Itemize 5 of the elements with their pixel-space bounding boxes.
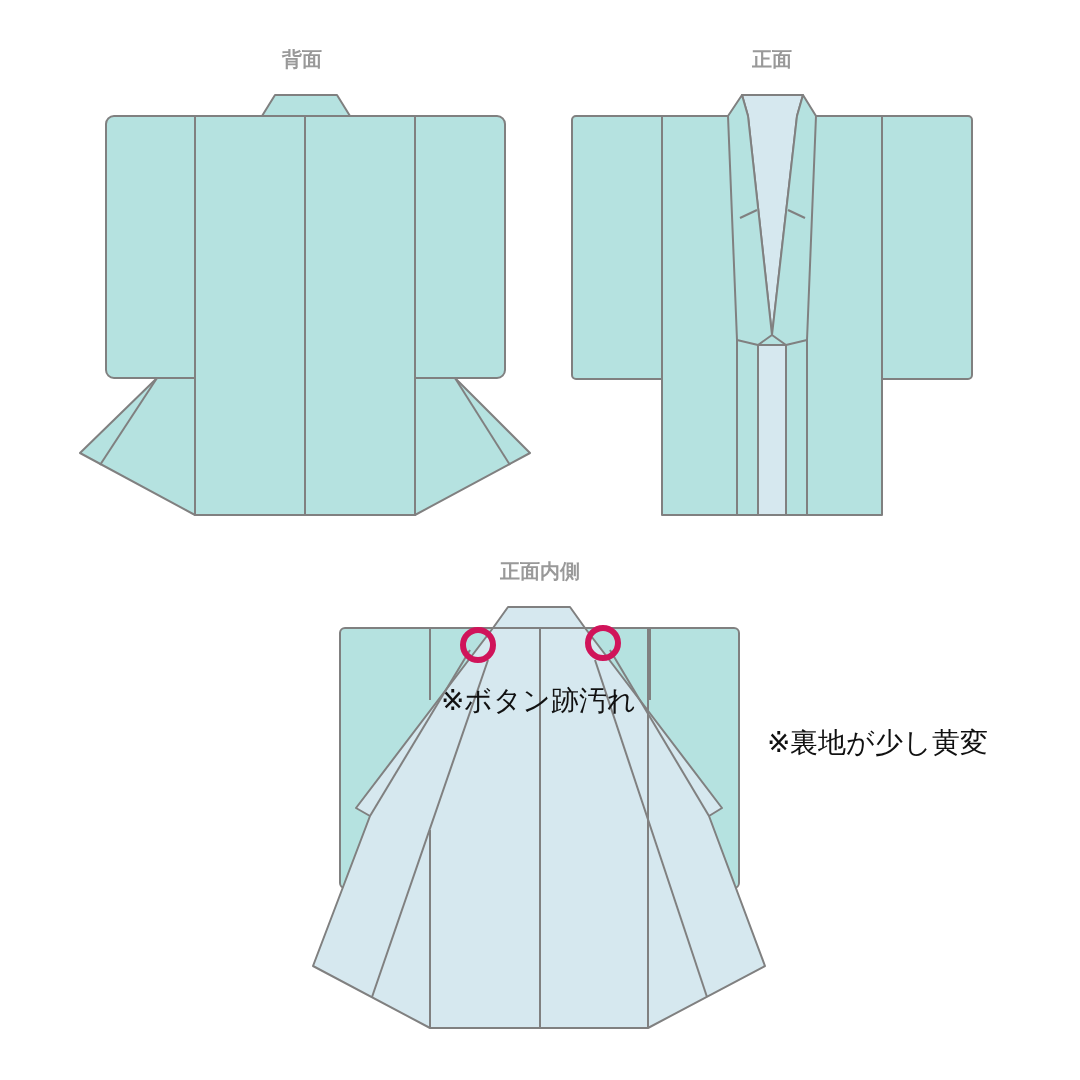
view-heading: 正面 bbox=[752, 46, 792, 73]
note-text: ※ボタン跡汚れ bbox=[441, 683, 637, 719]
note-text: ※裏地が少し黄変 bbox=[767, 725, 989, 761]
view-heading: 背面 bbox=[282, 46, 322, 73]
view-heading: 正面内側 bbox=[500, 558, 580, 585]
